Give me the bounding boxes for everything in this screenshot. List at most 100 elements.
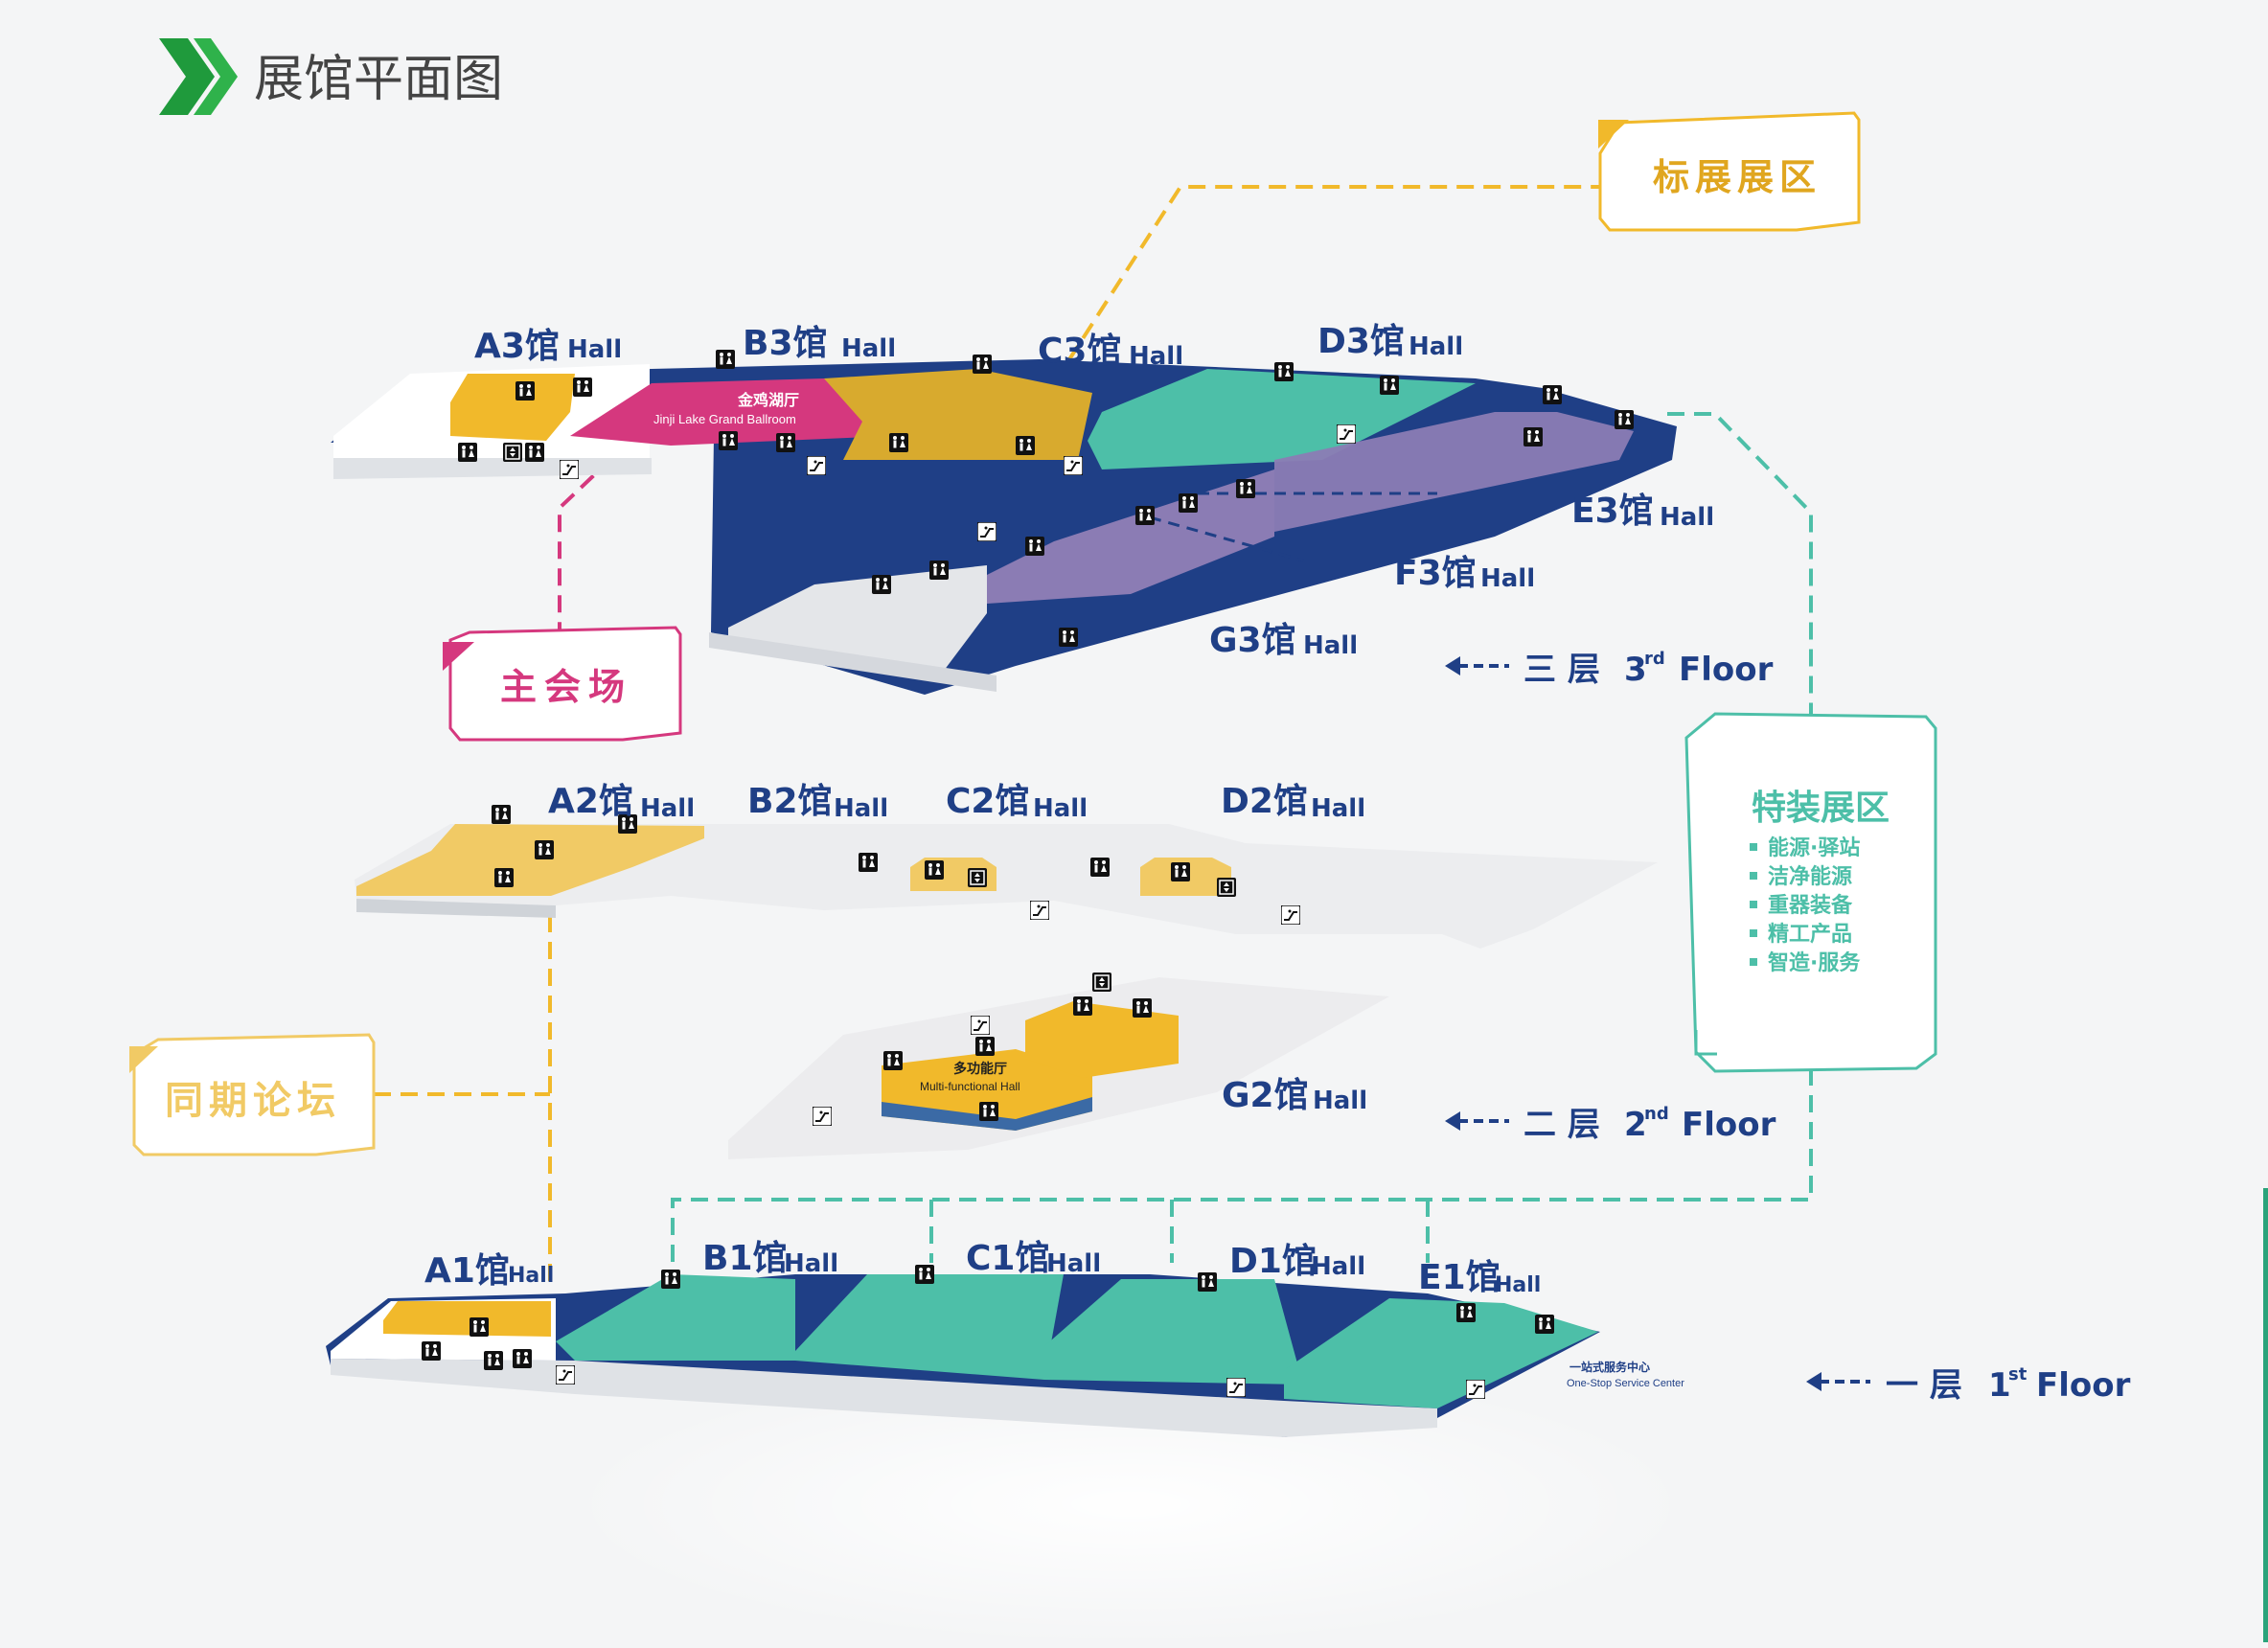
restroom-icon[interactable] bbox=[525, 443, 544, 462]
escalator-icon[interactable] bbox=[807, 456, 826, 475]
escalator-icon[interactable] bbox=[1466, 1380, 1485, 1399]
escalator-icon[interactable] bbox=[971, 1016, 990, 1035]
restroom-icon[interactable] bbox=[1025, 537, 1044, 556]
restroom-icon[interactable] bbox=[1535, 1315, 1554, 1334]
floor-indicator-3[interactable]: 三 层 3 rd Floor bbox=[1445, 649, 1774, 689]
zone-callout-special[interactable]: 特装展区 能源·驿站 洁净能源 重器装备 精工产品 智造·服务 bbox=[1684, 712, 1937, 1073]
a1-gold-block[interactable] bbox=[383, 1301, 551, 1337]
restroom-icon[interactable] bbox=[915, 1265, 934, 1284]
f3-hall-floor[interactable] bbox=[987, 469, 1274, 604]
e3-hall-floor[interactable] bbox=[1274, 412, 1634, 532]
restroom-icon[interactable] bbox=[719, 431, 738, 450]
restroom-icon[interactable] bbox=[859, 853, 878, 872]
restroom-icon[interactable] bbox=[513, 1349, 532, 1368]
restroom-icon[interactable] bbox=[484, 1351, 503, 1370]
escalator-icon[interactable] bbox=[1030, 901, 1049, 920]
restroom-icon[interactable] bbox=[716, 350, 735, 369]
escalator-icon[interactable] bbox=[1281, 905, 1300, 925]
restroom-icon[interactable] bbox=[1133, 998, 1152, 1018]
restroom-icon[interactable] bbox=[883, 1051, 903, 1070]
escalator-icon[interactable] bbox=[1064, 456, 1083, 475]
e1-hall-floor[interactable] bbox=[1284, 1298, 1598, 1408]
escalator-icon[interactable] bbox=[556, 1365, 575, 1385]
restroom-icon[interactable] bbox=[661, 1270, 680, 1289]
restroom-icon[interactable] bbox=[776, 433, 795, 452]
zone-callout-standard[interactable]: 标展展区 bbox=[1598, 111, 1861, 232]
restroom-icon[interactable] bbox=[494, 868, 514, 887]
escalator-icon[interactable] bbox=[1226, 1378, 1246, 1397]
special-zone-item: 能源·驿站 bbox=[1768, 835, 1860, 860]
restroom-icon[interactable] bbox=[515, 381, 535, 401]
restroom-icon[interactable] bbox=[1274, 362, 1294, 381]
d1-hall-floor[interactable] bbox=[1044, 1279, 1303, 1385]
restroom-icon[interactable] bbox=[535, 840, 554, 859]
restroom-icon[interactable] bbox=[1456, 1303, 1476, 1322]
restroom-icon[interactable] bbox=[979, 1102, 998, 1121]
escalator-icon[interactable] bbox=[560, 460, 579, 479]
restroom-icon[interactable] bbox=[1135, 506, 1155, 525]
elevator-icon[interactable] bbox=[968, 868, 987, 887]
restroom-icon[interactable] bbox=[492, 805, 511, 824]
restroom-icon[interactable] bbox=[1380, 376, 1399, 395]
restroom-icon[interactable] bbox=[573, 378, 592, 397]
c1-hall-floor[interactable] bbox=[795, 1274, 1064, 1380]
restroom-icon[interactable] bbox=[872, 575, 891, 594]
svg-text:一 层: 一 层 bbox=[1886, 1366, 1962, 1405]
restroom-icon[interactable] bbox=[1016, 436, 1035, 455]
restroom-icon[interactable] bbox=[929, 561, 949, 580]
restroom-icon[interactable] bbox=[422, 1341, 441, 1361]
escalator-icon[interactable] bbox=[1337, 424, 1356, 444]
restroom-icon[interactable] bbox=[1073, 996, 1092, 1016]
zone-callout-forum[interactable]: 同期论坛 bbox=[129, 1033, 376, 1156]
restroom-icon[interactable] bbox=[925, 860, 944, 880]
svg-text:E3馆: E3馆 bbox=[1571, 492, 1654, 531]
restroom-icon[interactable] bbox=[889, 433, 908, 452]
elevator-icon[interactable] bbox=[1092, 973, 1111, 992]
restroom-icon[interactable] bbox=[1179, 493, 1198, 513]
restroom-icon[interactable] bbox=[1543, 385, 1562, 404]
b3-ballroom-floor[interactable] bbox=[570, 378, 910, 446]
g2-gold-block[interactable] bbox=[1025, 1001, 1179, 1078]
restroom-icon[interactable] bbox=[458, 443, 477, 462]
escalator-icon[interactable] bbox=[813, 1107, 832, 1126]
restroom-icon[interactable] bbox=[975, 1037, 995, 1056]
a2-gold-block[interactable] bbox=[356, 824, 704, 896]
d3-hall-floor[interactable] bbox=[1088, 369, 1476, 469]
floor-indicator-2[interactable]: 二 层 2 nd Floor bbox=[1445, 1104, 1776, 1144]
zone-callout-main-venue[interactable]: 主会场 bbox=[443, 626, 682, 742]
elevator-icon[interactable] bbox=[1217, 878, 1236, 897]
restroom-icon[interactable] bbox=[973, 355, 992, 374]
restroom-icon[interactable] bbox=[1615, 410, 1634, 429]
elevator-icon[interactable] bbox=[503, 443, 522, 462]
restroom-icon[interactable] bbox=[1090, 858, 1110, 877]
a3-gold-block[interactable] bbox=[450, 374, 575, 441]
restroom-icon[interactable] bbox=[1236, 479, 1255, 498]
restroom-icon[interactable] bbox=[470, 1317, 489, 1337]
b1-hall-floor[interactable] bbox=[556, 1274, 795, 1361]
g3-hall-floor[interactable] bbox=[728, 565, 987, 671]
restroom-icon[interactable] bbox=[1059, 628, 1078, 647]
restroom-icon[interactable] bbox=[1523, 427, 1543, 446]
svg-text:nd: nd bbox=[1644, 1104, 1669, 1124]
restroom-icon[interactable] bbox=[1171, 862, 1190, 881]
escalator-icon[interactable] bbox=[977, 522, 997, 541]
restroom-icon[interactable] bbox=[1198, 1272, 1217, 1292]
floor-indicator-1[interactable]: 一 层 1 st Floor bbox=[1806, 1364, 2131, 1405]
